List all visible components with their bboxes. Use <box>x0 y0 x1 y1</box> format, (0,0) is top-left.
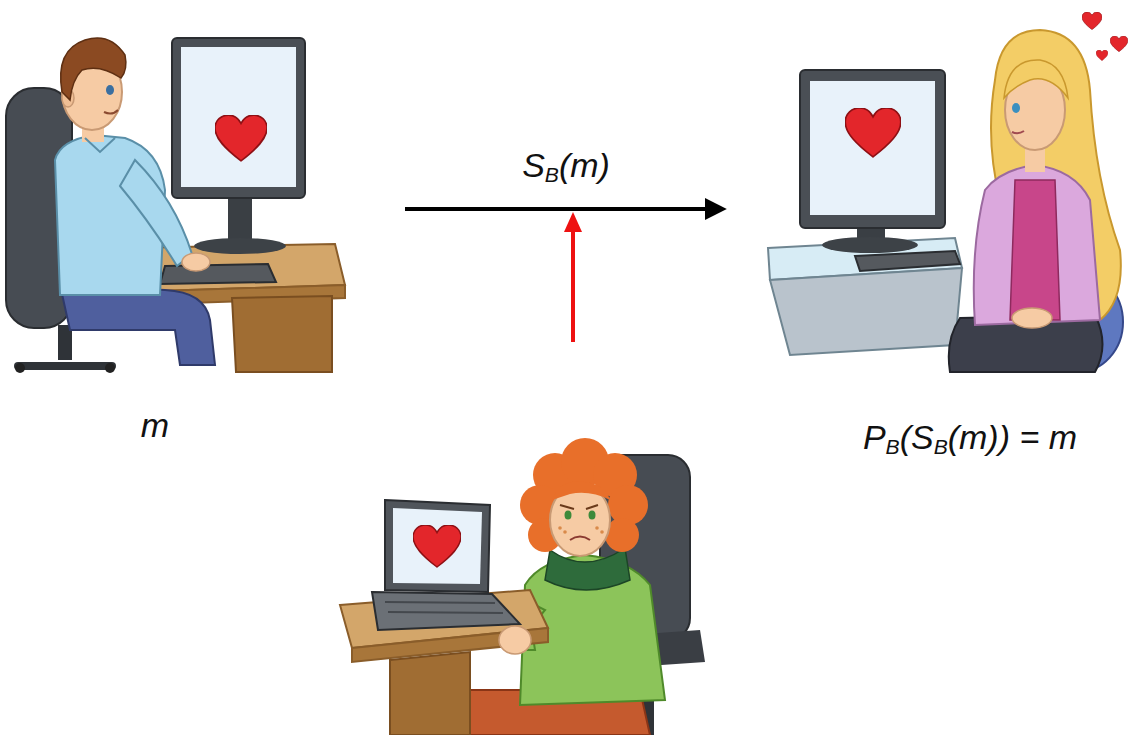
eve-desk-part <box>390 652 470 735</box>
bob-chair-part <box>15 363 25 373</box>
figure-node: m <box>0 20 405 460</box>
bob-keyboard <box>160 264 276 284</box>
subscript: B <box>934 435 948 458</box>
alice-person-part <box>1110 36 1128 52</box>
alice-person-part <box>974 165 1100 325</box>
bob-person-part <box>60 285 215 365</box>
alice-monitor-part <box>800 70 945 228</box>
bob-chair-part <box>105 363 115 373</box>
eve-person-part <box>552 481 610 500</box>
eve-person-part <box>565 511 572 520</box>
text-run: (m) <box>559 146 610 184</box>
text-run: P <box>863 418 886 456</box>
eve-person-part <box>563 530 567 534</box>
alice-desk <box>768 238 962 355</box>
bob-monitor-part <box>172 38 305 198</box>
bob-monitor-part <box>215 115 267 161</box>
alice-monitor-part <box>845 108 901 157</box>
alice-monitor-part <box>822 237 918 253</box>
subscript: B <box>545 163 559 186</box>
text-run: (m)) = m <box>948 418 1077 456</box>
edge-label: SB(m) <box>522 145 610 185</box>
bob-person-part <box>106 85 114 95</box>
bob-person-part <box>61 38 126 100</box>
eve-laptop-part <box>413 525 461 567</box>
alice-monitor <box>800 70 945 253</box>
text-run: (S <box>900 418 934 456</box>
message-arrow <box>405 207 718 211</box>
bob-monitor-part <box>194 238 286 254</box>
bob-person-part <box>85 138 115 152</box>
interception-arrow-part <box>564 212 582 232</box>
figure-label: PB(SB(m)) = m <box>863 417 1077 457</box>
bob-chair-part <box>18 362 112 370</box>
eve-desk <box>340 590 548 735</box>
bob-person-part <box>120 160 192 266</box>
alice-person-part <box>1096 50 1108 61</box>
interception-arrow-part <box>571 228 575 342</box>
bob-desk-part <box>232 296 332 372</box>
eve-hair-part <box>608 485 648 525</box>
alice-person-part <box>1010 180 1060 320</box>
eve-person <box>470 438 665 735</box>
alice-person-part <box>1004 60 1068 98</box>
text-run: m <box>141 406 169 444</box>
alice-person-part <box>1082 12 1102 30</box>
bob-monitor <box>172 38 305 254</box>
subscript: B <box>886 435 900 458</box>
eve-laptop-part <box>385 500 490 592</box>
eve-person-part <box>558 526 562 530</box>
eve-person-part <box>600 530 604 534</box>
alice-keyboard-part <box>855 251 960 271</box>
eve-fist <box>499 626 531 654</box>
alice-person-part <box>1012 103 1020 113</box>
bob-keyboard-part <box>160 264 276 284</box>
alice-person-part <box>1012 131 1024 133</box>
bob-person-part <box>104 110 118 114</box>
alice-person <box>949 12 1128 372</box>
interception-arrow <box>564 212 582 342</box>
alice-person-part <box>1012 308 1052 328</box>
figure-label: m <box>141 405 169 445</box>
eve-laptop-part <box>372 592 520 630</box>
alice-monitor-part <box>810 81 935 215</box>
bob-monitor-part <box>228 196 252 242</box>
bob-person <box>55 38 215 365</box>
eve-laptop-part <box>385 602 503 613</box>
bob-person-part <box>182 253 210 271</box>
figure-node: PB(SB(m)) = m <box>727 10 1138 467</box>
eve-person-part <box>595 526 599 530</box>
bob-monitor-part <box>181 47 296 187</box>
eve-person-part <box>560 505 598 509</box>
text-run: S <box>522 146 545 184</box>
eve-person-part <box>570 537 590 541</box>
eve-person-part <box>589 511 596 520</box>
alice-desk-part <box>770 268 962 355</box>
alice-keyboard <box>855 251 960 271</box>
eve-laptop-part <box>393 508 482 584</box>
eve-laptop <box>372 500 520 630</box>
eve-fist-part <box>499 626 531 654</box>
